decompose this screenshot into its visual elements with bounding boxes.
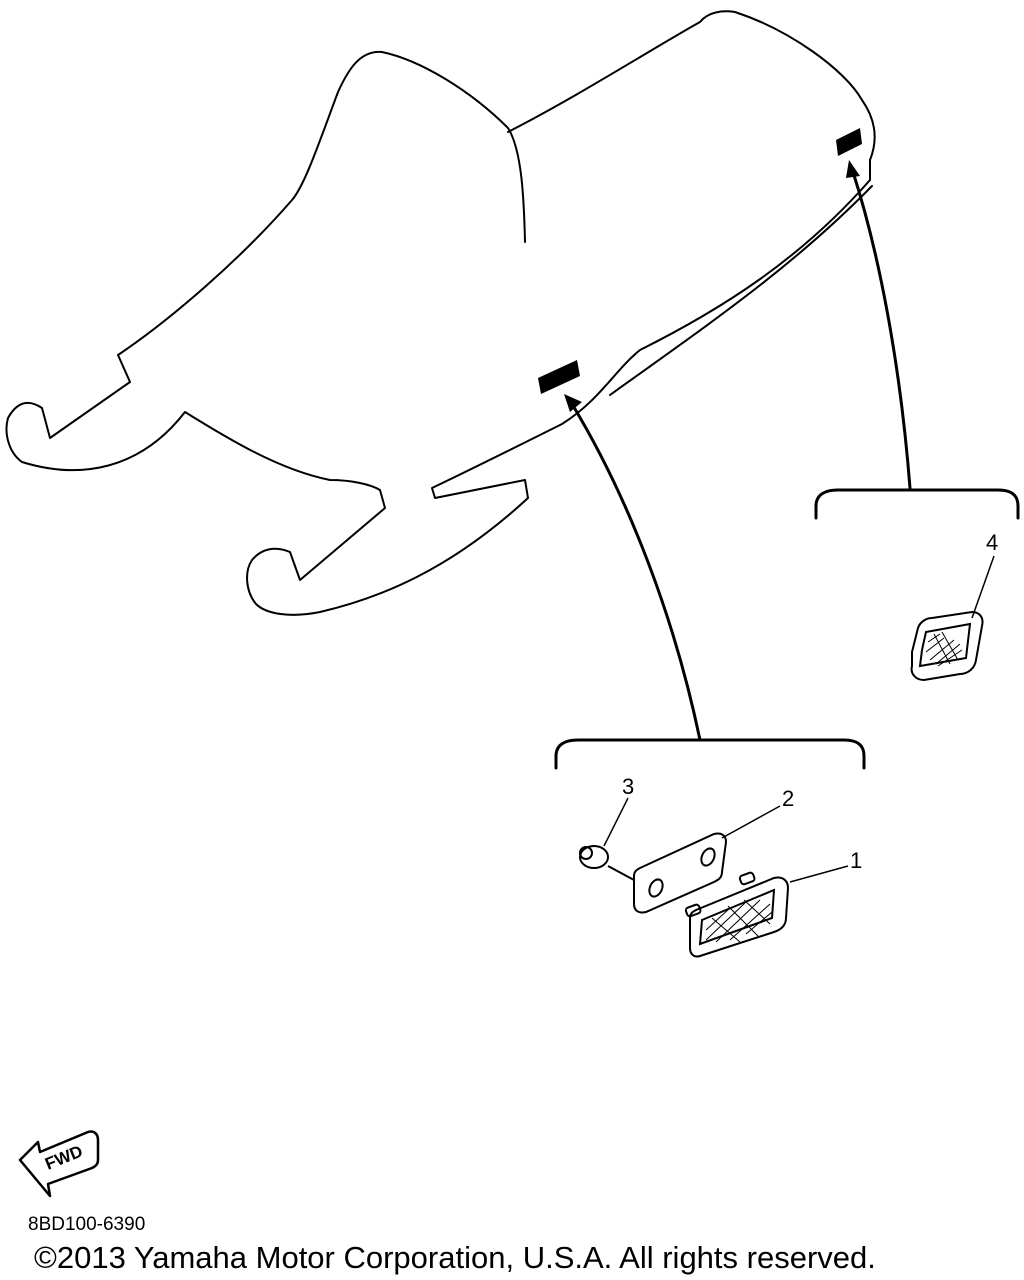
arrow-head-front-icon: [564, 394, 582, 412]
callout-2: 2: [782, 786, 794, 811]
snowmobile-body-outline: [5, 10, 876, 616]
callout-1: 1: [850, 848, 862, 873]
group-bracket-front: [554, 738, 866, 770]
fwd-arrow-icon: FWD: [18, 1130, 100, 1198]
copyright-notice: ©2013 Yamaha Motor Corporation, U.S.A. A…: [34, 1240, 876, 1275]
part-3-nut: [579, 845, 635, 881]
leader-line-front: [570, 402, 702, 742]
diagram-reference-code: 8BD100-6390: [28, 1214, 146, 1235]
callout-3: 3: [622, 774, 634, 799]
callout-4-leader: [971, 555, 995, 619]
arrow-head-rear-icon: [846, 160, 860, 178]
callout-2-leader: [721, 805, 781, 839]
part-4-reflector: [910, 610, 984, 682]
side-panel-line: [609, 185, 873, 396]
callout-1-leader: [789, 865, 849, 883]
group-bracket-rear: [814, 488, 1020, 520]
reflector-location-mark-front: [538, 360, 580, 394]
reflector-location-mark-rear: [836, 128, 862, 156]
callout-4: 4: [986, 530, 998, 555]
callout-3-leader: [603, 797, 629, 847]
part-2-bracket: [633, 832, 728, 914]
leader-line-rear: [851, 170, 912, 490]
part-1-reflector: [684, 871, 790, 958]
